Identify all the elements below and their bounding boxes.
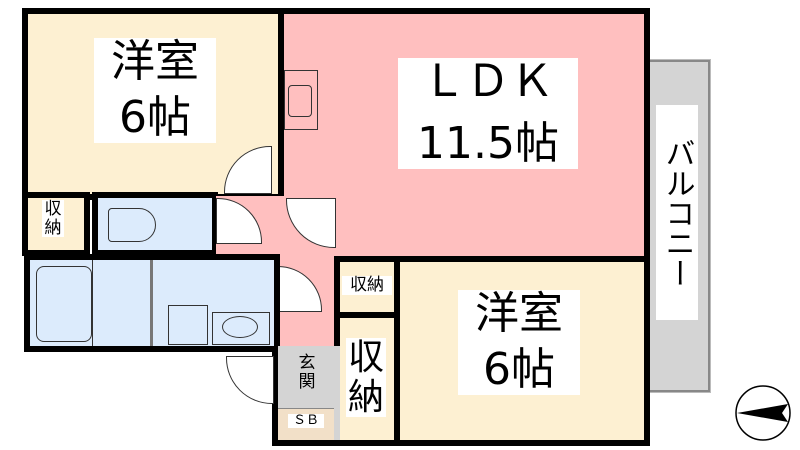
washbasin-icon bbox=[212, 312, 270, 345]
washroom-divider bbox=[150, 260, 153, 346]
toilet-icon bbox=[108, 208, 156, 242]
entrance-label: 玄 関 bbox=[296, 354, 318, 392]
north-arrow-icon bbox=[735, 385, 791, 441]
entrance-door[interactable] bbox=[226, 356, 274, 404]
storage-left-label: 収 納 bbox=[42, 200, 64, 238]
bath-divider bbox=[92, 260, 93, 346]
western-room-1-label: 洋室 6帖 bbox=[94, 37, 216, 143]
bathtub-icon bbox=[36, 266, 92, 342]
storage-small-label: 収納 bbox=[342, 276, 392, 295]
basin-bowl bbox=[222, 316, 258, 338]
kitchen-sink bbox=[284, 70, 318, 130]
washer-icon bbox=[168, 305, 208, 345]
western-room-2-label: 洋室 6帖 bbox=[458, 289, 580, 395]
ldk-label: ＬＤＫ 11.5帖 bbox=[398, 57, 578, 169]
kitchen-sink-inner bbox=[288, 85, 312, 117]
balcony-label: バルコニー bbox=[656, 105, 698, 320]
storage-large-label: 収 納 bbox=[346, 337, 386, 418]
shoe-box-label: ＳＢ bbox=[288, 413, 324, 429]
